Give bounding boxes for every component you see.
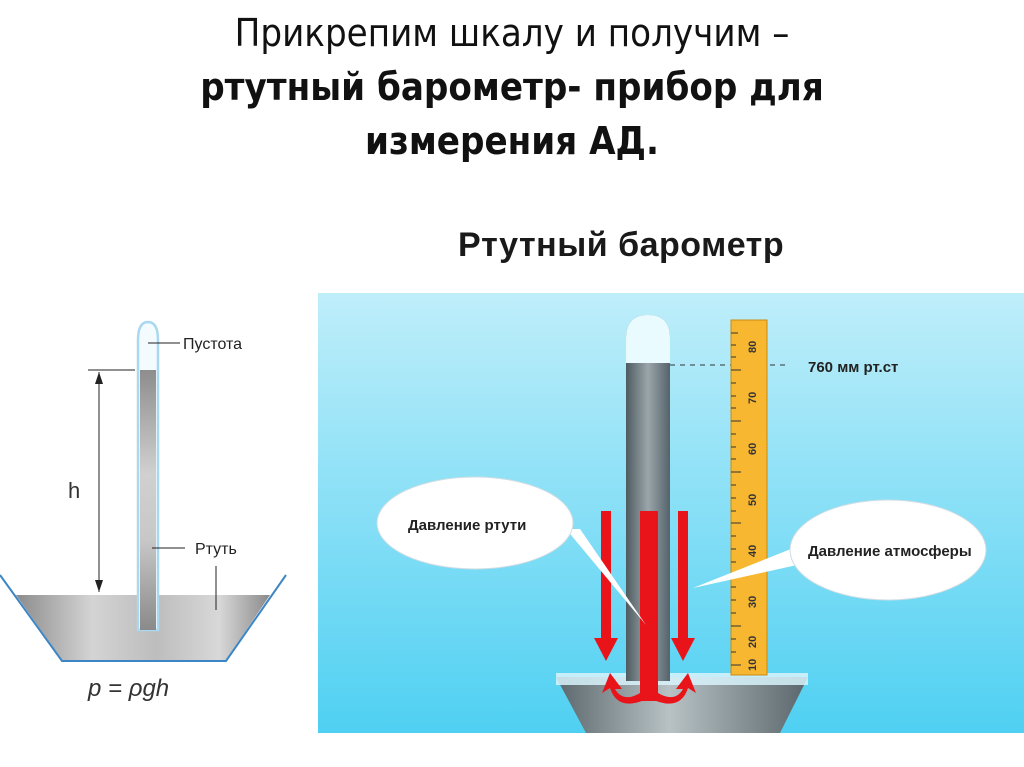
bubble-mercury-text: Давление ртути <box>408 517 526 534</box>
scale-tick-70: 70 <box>747 392 759 404</box>
diagram-subtitle: Ртутный барометр <box>458 226 785 264</box>
label-height: h <box>68 478 80 503</box>
scale-tick-20: 20 <box>747 636 759 648</box>
scale-tick-60: 60 <box>747 443 759 455</box>
scale-tick-40: 40 <box>747 545 759 557</box>
scale-tick-80: 80 <box>747 341 759 353</box>
bubble-atmosphere-text: Давление атмосферы <box>808 543 972 560</box>
pressure-formula: p = ρgh <box>87 675 169 702</box>
scale-tick-30: 30 <box>747 596 759 608</box>
title-line-2: ртутный барометр- прибор для <box>200 65 824 109</box>
mercury-barometer-illustration: 760 мм рт.ст 80 70 60 50 40 30 20 10 <box>318 293 1024 733</box>
label-vacuum: Пустота <box>183 336 242 353</box>
torricelli-schematic: Пустота h Ртуть p = ρgh <box>0 300 320 710</box>
measurement-scale <box>730 319 768 676</box>
pressure-reading-label: 760 мм рт.ст <box>808 359 898 376</box>
pressure-arrows <box>594 511 696 704</box>
callout-atmosphere-pressure: Давление атмосферы <box>693 499 987 601</box>
slide-title: Прикрепим шкалу и получим – ртутный баро… <box>0 6 1024 168</box>
title-line-1: Прикрепим шкалу и получим – <box>234 11 790 55</box>
barometer-tube <box>626 315 670 681</box>
scale-tick-50: 50 <box>747 494 759 506</box>
title-line-3: измерения АД. <box>365 119 659 163</box>
label-mercury: Ртуть <box>195 541 237 558</box>
mercury-dish <box>556 677 808 733</box>
callout-mercury-pressure: Давление ртути <box>376 476 646 625</box>
scale-tick-10: 10 <box>747 659 759 671</box>
